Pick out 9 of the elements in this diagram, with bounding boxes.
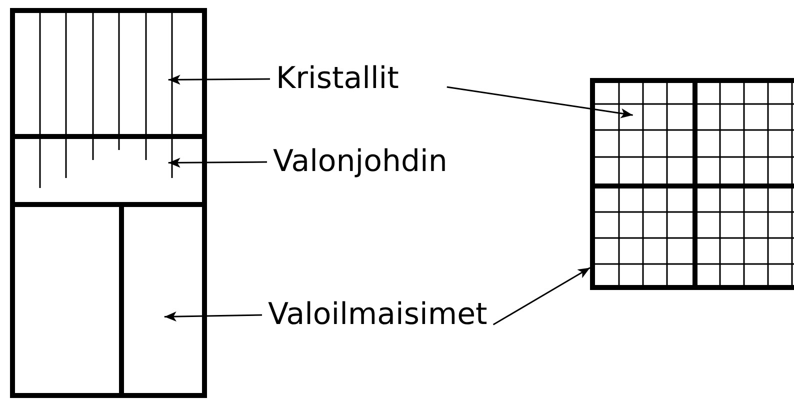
part-label: Kristallit [276,61,399,97]
part-label: Valoilmaisimet [268,297,488,333]
arrow [168,74,270,85]
arrow [168,158,267,168]
arrow [164,312,262,322]
detector-module [10,8,207,398]
part-label: Valonjohdin [273,144,448,180]
arrow [492,267,590,326]
arrow [446,86,633,118]
